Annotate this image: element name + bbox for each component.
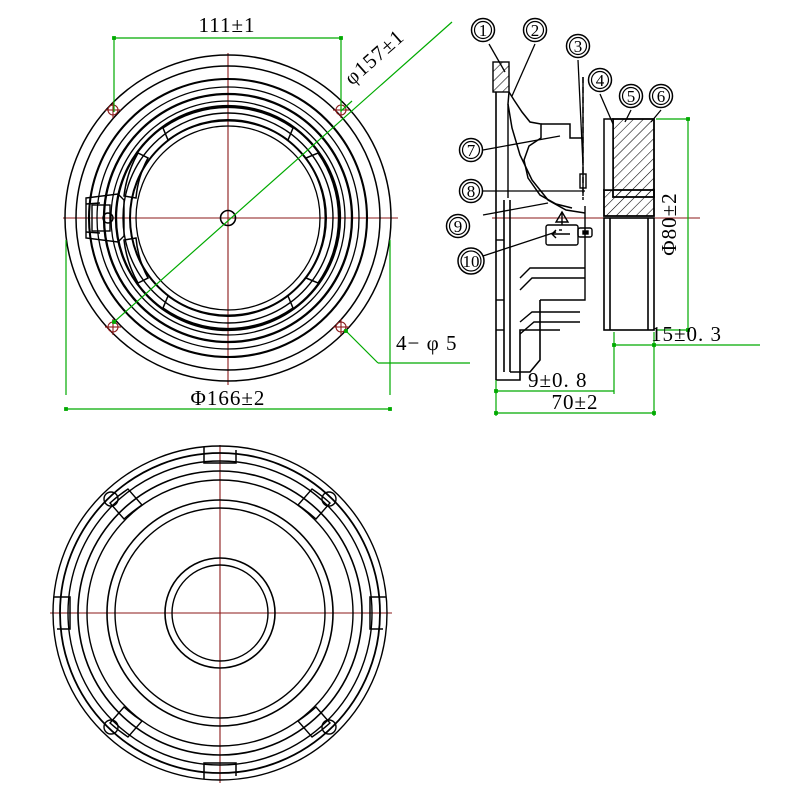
callout-bubbles-top: 1 2 3 4 5 6 xyxy=(470,17,674,109)
rear-view-notches xyxy=(54,447,386,779)
rear-view-rings xyxy=(52,445,388,781)
dimension-80-label: Φ80±2 xyxy=(657,192,681,255)
dimension-166 xyxy=(64,240,392,411)
section-view: 1 2 3 4 5 6 7 xyxy=(445,17,760,416)
section-terminal xyxy=(545,210,593,246)
callout-8-label: 8 xyxy=(467,182,476,201)
dimension-166-label: Φ166±2 xyxy=(191,386,266,410)
section-suspension xyxy=(507,77,584,200)
front-view-arc-slots xyxy=(123,106,340,330)
dimension-111 xyxy=(112,36,343,112)
front-view: 111±1 φ157±1 Φ166±2 4− φ 5 xyxy=(63,13,470,411)
callout-leaders-left xyxy=(482,135,585,257)
dimension-157-label: φ157±1 xyxy=(339,24,409,89)
callout-4-label: 4 xyxy=(596,71,605,90)
dimension-70-label: 70±2 xyxy=(551,390,598,414)
callout-1-label: 1 xyxy=(479,21,488,40)
callout-5-label: 5 xyxy=(627,87,636,106)
callout-3-label: 3 xyxy=(574,37,583,56)
dimension-15 xyxy=(612,332,760,348)
callout-2-label: 2 xyxy=(531,21,540,40)
callout-7-label: 7 xyxy=(467,141,476,160)
dimension-15-label: 15±0. 3 xyxy=(651,322,722,346)
dimension-80 xyxy=(656,117,690,332)
callout-leaders-top xyxy=(488,43,662,166)
rear-view-mounting-bosses xyxy=(103,488,337,738)
callout-6-label: 6 xyxy=(657,87,666,106)
dimension-157 xyxy=(112,21,453,324)
dimension-holes-leader xyxy=(344,329,470,364)
dimension-70 xyxy=(494,345,656,416)
dimension-9-label: 9±0. 8 xyxy=(528,368,588,392)
dimension-111-label: 111±1 xyxy=(199,13,256,37)
section-backplate xyxy=(603,217,655,331)
callout-9-label: 9 xyxy=(454,217,463,236)
callout-bubbles-left: 7 8 9 10 xyxy=(445,137,485,275)
section-magnet-assembly xyxy=(603,118,655,217)
section-tab xyxy=(579,173,587,189)
front-view-terminal-block xyxy=(85,193,125,243)
callout-10-label: 10 xyxy=(463,252,480,271)
rear-view xyxy=(50,445,392,783)
section-basket-walls xyxy=(495,92,560,381)
dimension-holes-label: 4− φ 5 xyxy=(396,331,457,355)
section-cone-profile xyxy=(507,91,586,214)
section-dome-hatched xyxy=(492,61,510,93)
